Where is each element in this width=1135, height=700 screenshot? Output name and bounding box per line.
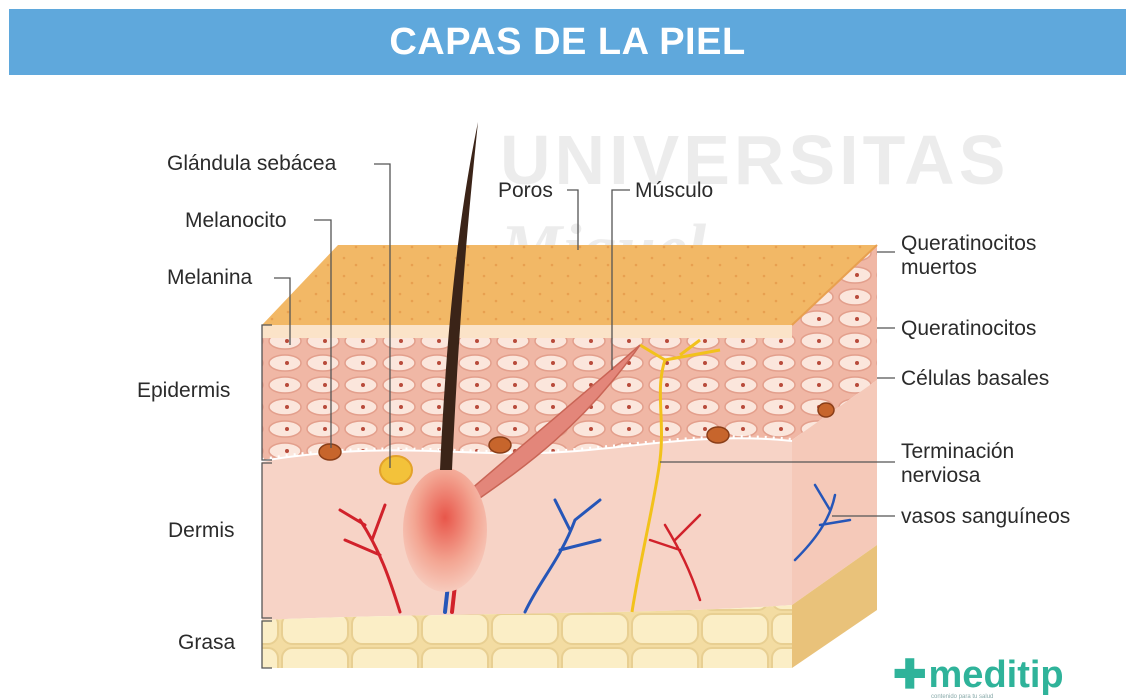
label-melanocito: Melanocito (185, 210, 287, 232)
logo-tagline: contenido para tu salud (931, 694, 993, 700)
label-dermis: Dermis (168, 520, 235, 542)
logo-text: meditip (929, 656, 1064, 694)
sebaceous-gland (380, 456, 412, 484)
label-vasos-sanguineos: vasos sanguíneos (901, 506, 1070, 528)
label-glandula-sebacea: Glándula sebácea (167, 153, 336, 175)
label-celulas-basales: Células basales (901, 368, 1049, 390)
label-melanina: Melanina (167, 267, 252, 289)
hair-follicle (403, 468, 487, 592)
label-poros: Poros (498, 180, 553, 202)
meditip-logo: ✚ meditip contenido para tu salud (893, 655, 1064, 695)
dermis-layer (262, 439, 792, 620)
label-queratinocitos: Queratinocitos (901, 318, 1036, 340)
label-terminacion-nerviosa: Terminación nerviosa (901, 440, 1051, 488)
surface-edge (262, 325, 792, 338)
label-musculo: Músculo (635, 180, 713, 202)
label-queratinocitos-muertos: Queratinocitos muertos (901, 232, 1051, 280)
plus-icon: ✚ (893, 655, 927, 695)
stratum-corneum-top (262, 245, 877, 325)
label-epidermis: Epidermis (137, 380, 230, 402)
label-grasa: Grasa (178, 632, 235, 654)
